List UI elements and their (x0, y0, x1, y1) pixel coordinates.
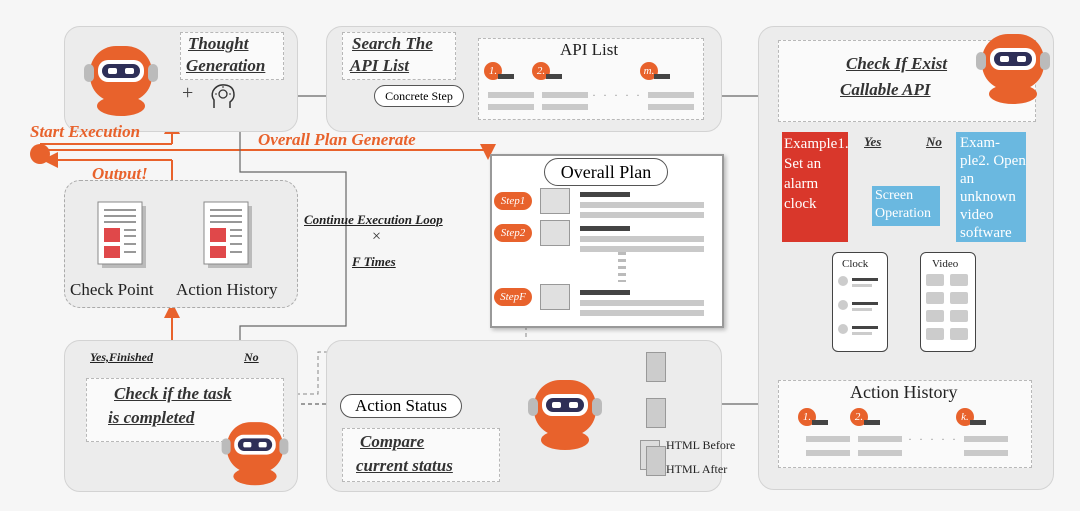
search-title-box (342, 32, 456, 80)
yes-finished-label: Yes,Finished (90, 350, 154, 364)
robot-icon (218, 416, 292, 486)
document-icon (96, 200, 148, 270)
document-icon (202, 200, 254, 270)
no-loop-label: No (244, 350, 259, 364)
image-icon (540, 284, 570, 310)
concrete-step-pill: Concrete Step (374, 85, 464, 107)
page-card (646, 398, 666, 428)
loop-line (235, 117, 347, 378)
times-symbol: × (372, 228, 382, 245)
example2-box: Exam- ple2. Open an unknown video softwa… (956, 132, 1026, 242)
no-label: No (926, 134, 942, 149)
history-tag-1: 1. (798, 408, 816, 426)
check-exist-title-2: Callable API (840, 80, 931, 99)
continue-loop-label: Continue Execution Loop (304, 212, 443, 227)
plus-symbol: + (182, 82, 194, 104)
start-dot (30, 144, 50, 164)
robot-icon (524, 374, 606, 450)
html-after-label: HTML After (666, 462, 728, 476)
history-tag-2: 2. (850, 408, 868, 426)
compare-box (342, 428, 500, 482)
robot-icon (972, 28, 1054, 104)
compare-title-2: current status (356, 456, 453, 475)
compare-title-1: Compare (360, 432, 425, 451)
step1-tag: Step1 (494, 192, 532, 210)
html-before-label: HTML Before (666, 438, 736, 452)
f-times-label: F Times (352, 254, 396, 269)
action-history-title: Action History (850, 382, 958, 402)
search-title-2: API List (350, 56, 410, 75)
api-tag-1: 1. (484, 62, 502, 80)
head-bulb-icon (208, 82, 238, 112)
thought-title-2: Generation (186, 56, 266, 75)
page-card (646, 446, 666, 476)
video-label: Video (932, 258, 959, 270)
image-icon (540, 188, 570, 214)
api-tag-m: m. (640, 62, 658, 80)
overall-plan-generate-label: Overall Plan Generate (258, 130, 416, 149)
action-history-label: Action History (176, 280, 278, 299)
stepf-tag: StepF (494, 288, 532, 306)
check-task-title-2: is completed (108, 408, 195, 427)
history-tag-k: k. (956, 408, 974, 426)
api-tag-2: 2. (532, 62, 550, 80)
yes-label: Yes (864, 134, 882, 149)
page-card (646, 352, 666, 382)
clock-label: Clock (842, 258, 869, 270)
screen-operation-box: Screen Operation (872, 186, 940, 226)
thought-title-box (180, 32, 284, 80)
example1-box: Example1. Set an alarm clock (782, 132, 849, 242)
step2-tag: Step2 (494, 224, 532, 242)
check-task-title-1: Check if the task (114, 384, 232, 403)
overall-plan-title: Overall Plan (544, 158, 668, 186)
api-list-title: API List (560, 40, 619, 59)
robot-icon (80, 40, 162, 116)
action-status-pill: Action Status (340, 394, 462, 418)
image-icon (540, 220, 570, 246)
search-title-1: Search The (352, 34, 433, 53)
output-label: Output! (92, 164, 148, 183)
check-exist-title-1: Check If Exist (846, 54, 948, 73)
thought-title-1: Thought (188, 34, 249, 53)
check-point-label: Check Point (70, 280, 154, 299)
start-execution-label: Start Execution (30, 122, 141, 141)
